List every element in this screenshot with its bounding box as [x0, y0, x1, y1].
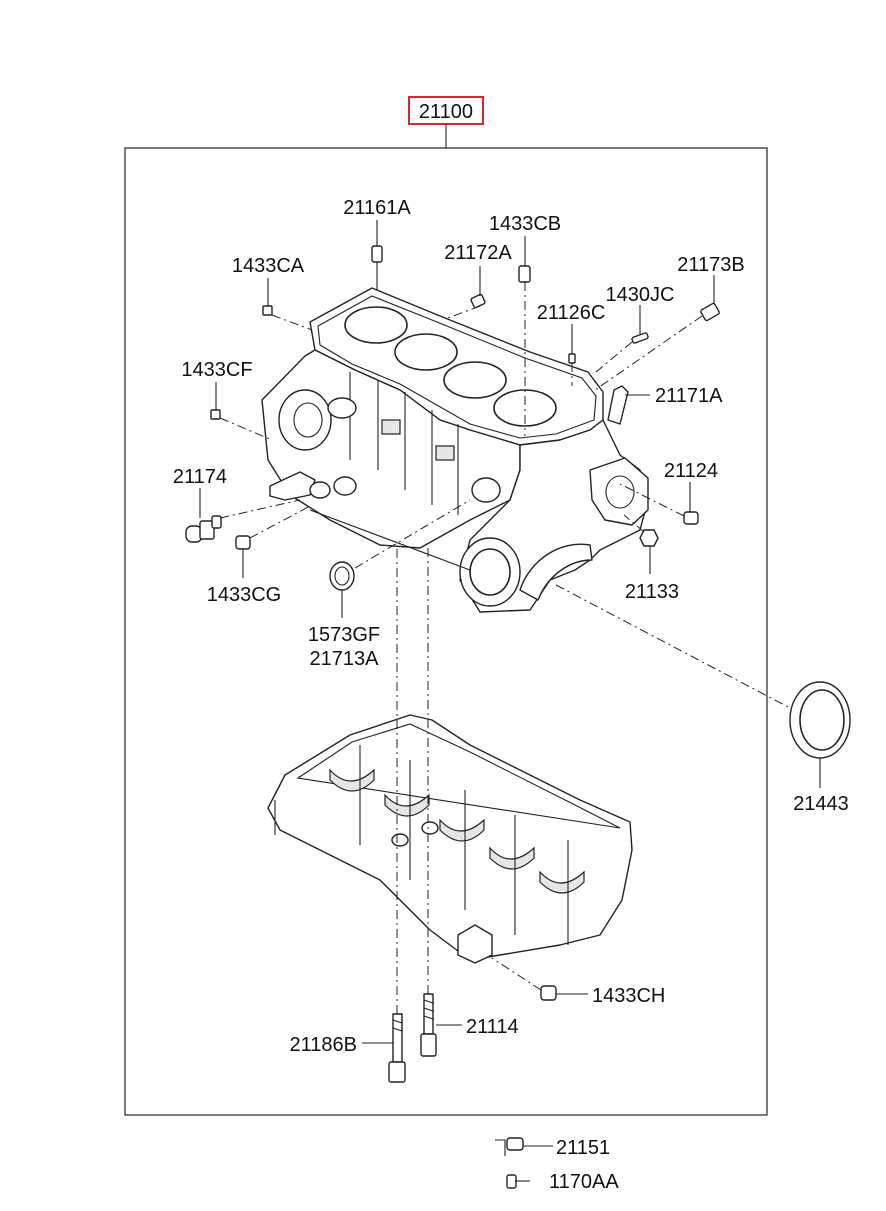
- callout-1433cb: 1433CB: [489, 213, 561, 235]
- part-1433ch[interactable]: [540, 985, 557, 1001]
- part-21161a[interactable]: [371, 245, 383, 263]
- main-part-number: 21100: [419, 101, 473, 123]
- part-21173b[interactable]: [700, 302, 720, 322]
- callout-21114: 21114: [466, 1016, 519, 1038]
- callout-21186b: 21186B: [290, 1034, 357, 1056]
- part-21174[interactable]: [185, 515, 222, 543]
- part-1433cf[interactable]: [210, 409, 221, 420]
- callout-21172a: 21172A: [444, 242, 512, 264]
- callout-21133: 21133: [625, 581, 679, 603]
- callout-21126c: 21126C: [537, 302, 606, 324]
- part-21126c[interactable]: [568, 353, 576, 364]
- part-21186b[interactable]: [388, 1013, 406, 1083]
- part-1433cb[interactable]: [518, 265, 531, 283]
- callout-1433cg: 1433CG: [207, 584, 282, 606]
- callout-1573gf: 1573GF: [308, 624, 380, 646]
- callout-1433ca: 1433CA: [232, 255, 305, 277]
- callout-21161a: 21161A: [343, 197, 411, 219]
- callout-21173b: 21173B: [677, 254, 744, 276]
- callout-21713a: 21713A: [310, 648, 380, 670]
- part-1433cg[interactable]: [235, 535, 251, 550]
- part-21124[interactable]: [683, 511, 699, 525]
- callout-1433cf: 1433CF: [181, 359, 252, 381]
- part-1433ca[interactable]: [262, 305, 273, 316]
- part-1573gf[interactable]: [329, 561, 355, 591]
- callout-1170aa: 1170AA: [549, 1171, 619, 1193]
- callout-21124: 21124: [664, 460, 718, 482]
- cylinder-block[interactable]: [261, 287, 649, 613]
- callout-21443: 21443: [793, 793, 849, 815]
- part-21151[interactable]: [495, 1137, 524, 1156]
- part-1430jc[interactable]: [631, 332, 649, 344]
- part-1170aa[interactable]: [506, 1174, 530, 1189]
- part-21443[interactable]: [789, 681, 851, 759]
- part-21133[interactable]: [639, 529, 659, 547]
- assembly-frame: [124, 147, 768, 1116]
- callout-1433ch: 1433CH: [592, 985, 665, 1007]
- part-21172a[interactable]: [470, 293, 486, 309]
- callout-21171a: 21171A: [655, 385, 723, 407]
- part-21114[interactable]: [420, 993, 437, 1057]
- lower-crankcase[interactable]: [267, 714, 633, 964]
- callout-1430jc: 1430JC: [606, 284, 675, 306]
- callout-21174: 21174: [173, 466, 227, 488]
- callout-21151: 21151: [556, 1137, 610, 1159]
- part-21171a[interactable]: [607, 385, 629, 425]
